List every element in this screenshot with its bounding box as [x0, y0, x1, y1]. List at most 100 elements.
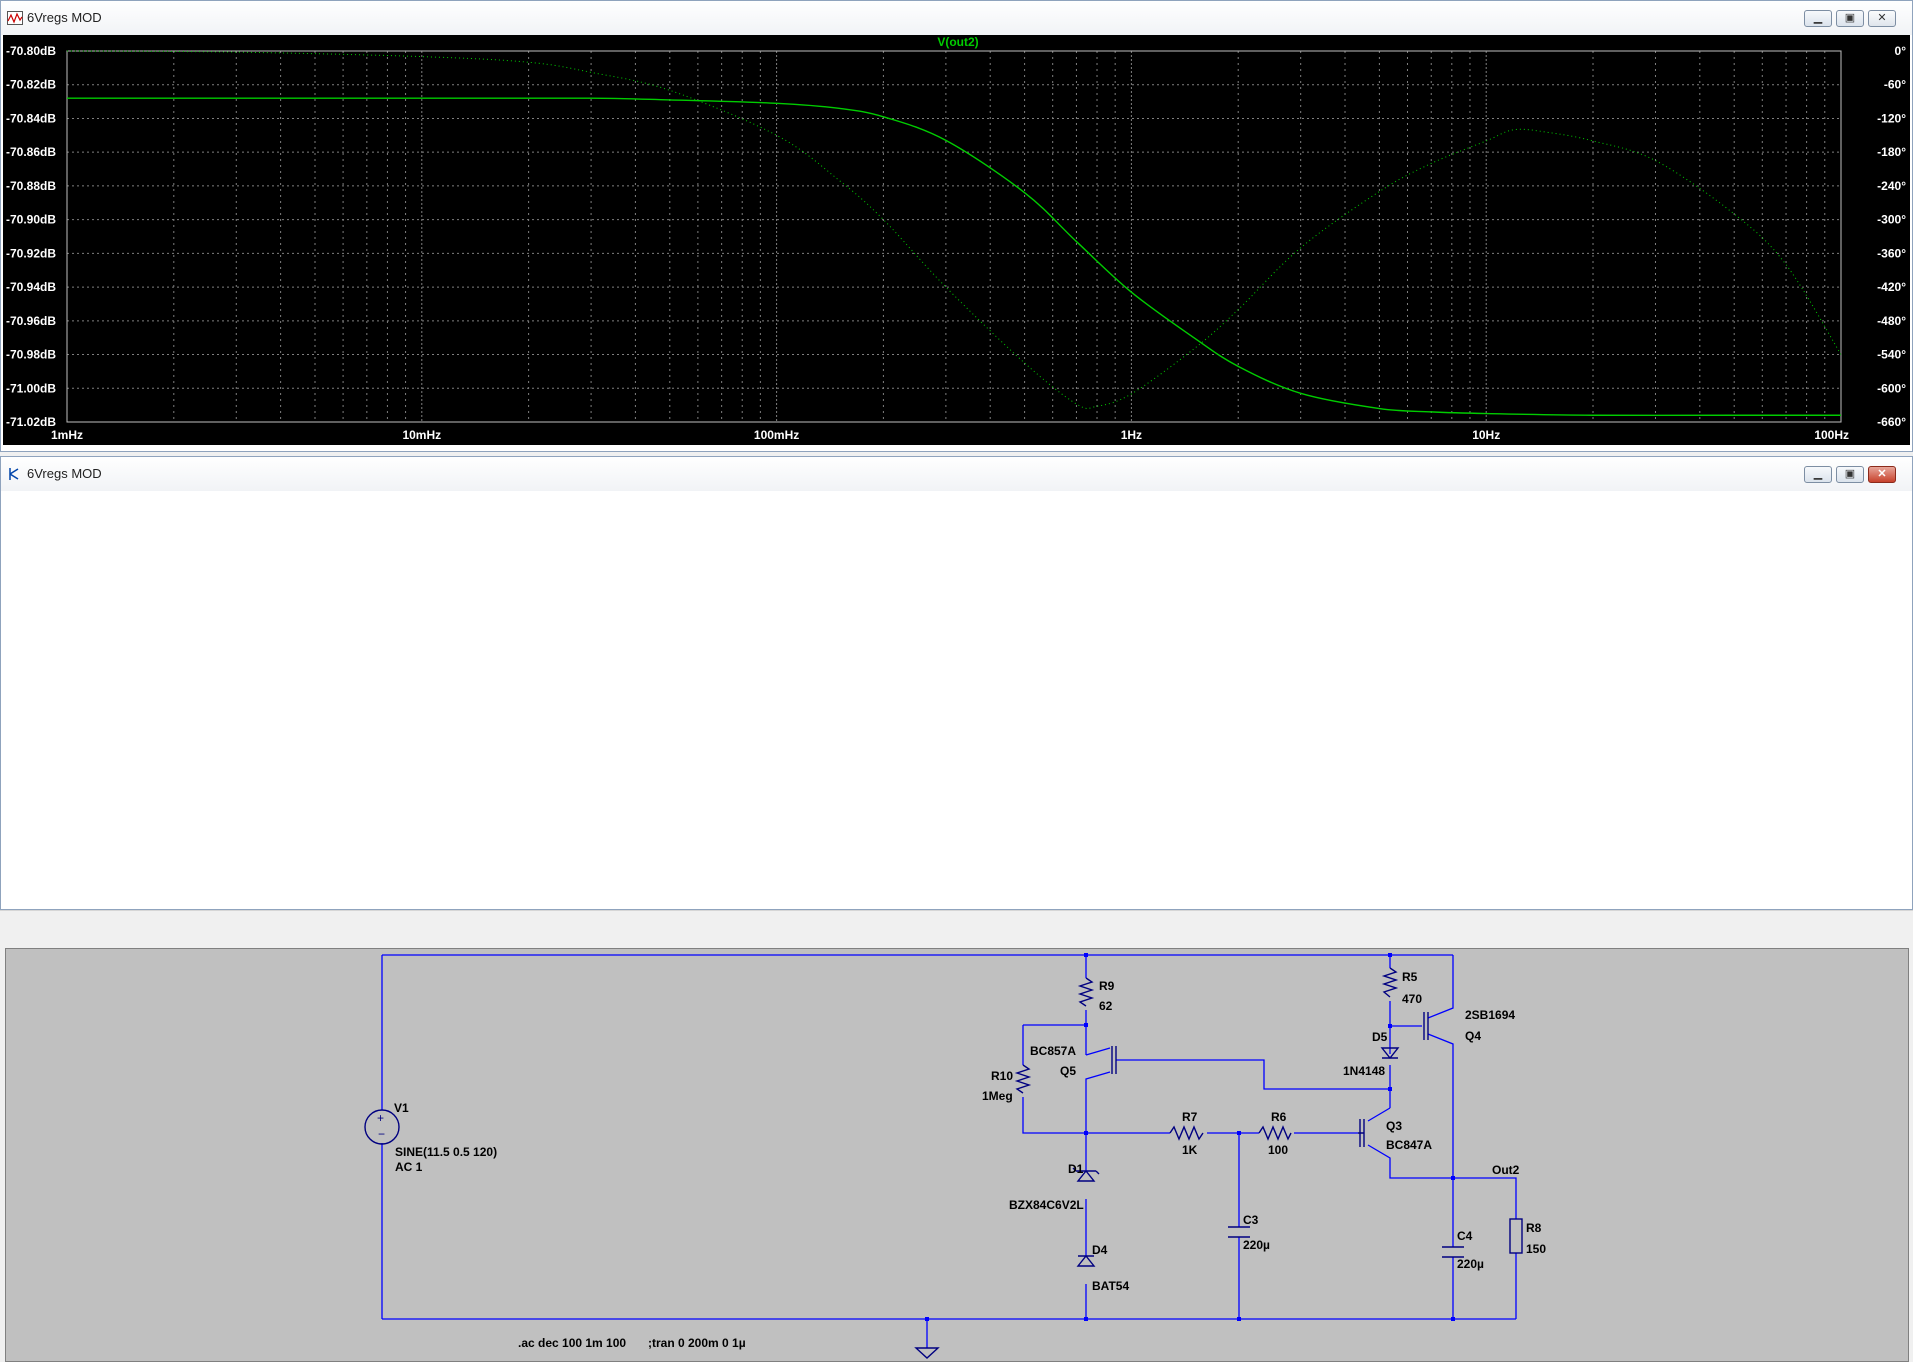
x-tick-label: 100Hz — [1814, 428, 1849, 442]
r9-name[interactable]: R9 — [1099, 979, 1115, 993]
v1-minus-icon: − — [378, 1127, 385, 1141]
q5-name[interactable]: Q5 — [1060, 1064, 1076, 1078]
spice-directive-tran[interactable]: ;tran 0 200m 0 1µ — [648, 1336, 746, 1350]
d4-name[interactable]: D4 — [1092, 1243, 1108, 1257]
r10-name[interactable]: R10 — [991, 1069, 1013, 1083]
q4-model[interactable]: 2SB1694 — [1465, 1008, 1515, 1022]
restore-button[interactable]: ▣ — [1836, 10, 1864, 27]
d5-name[interactable]: D5 — [1372, 1030, 1388, 1044]
restore-button[interactable]: ▣ — [1836, 466, 1864, 483]
y-left-tick-label: -70.86dB — [6, 145, 56, 159]
c4-name[interactable]: C4 — [1457, 1229, 1473, 1243]
r7-name[interactable]: R7 — [1182, 1110, 1198, 1124]
close-button[interactable]: ✕ — [1868, 466, 1896, 483]
v1-ac-value[interactable]: AC 1 — [395, 1160, 423, 1174]
r8-value[interactable]: 150 — [1526, 1242, 1546, 1256]
y-left-tick-label: -70.94dB — [6, 280, 56, 294]
restore-icon: ▣ — [1844, 12, 1856, 24]
v1-value[interactable]: SINE(11.5 0.5 120) — [395, 1145, 497, 1159]
y-right-tick-label: -240° — [1877, 179, 1906, 193]
spice-directive-ac[interactable]: .ac dec 100 1m 100 — [518, 1336, 626, 1350]
waveform-titlebar[interactable]: 6Vregs MOD ▁ ▣ ✕ — [1, 1, 1912, 35]
net-label-out2[interactable]: Out2 — [1492, 1163, 1520, 1177]
r10-symbol[interactable] — [1014, 1064, 1032, 1094]
v1-name[interactable]: V1 — [394, 1101, 409, 1115]
y-left-tick-label: -70.92dB — [6, 246, 56, 260]
y-right-tick-label: -60° — [1884, 78, 1906, 92]
y-left-tick-label: -70.88dB — [6, 179, 56, 193]
d1-model[interactable]: BZX84C6V2L — [1009, 1198, 1084, 1212]
q3-name[interactable]: Q3 — [1386, 1119, 1402, 1133]
bode-plot[interactable]: -70.80dB-70.82dB-70.84dB-70.86dB-70.88dB… — [3, 35, 1910, 445]
status-bar — [0, 910, 1913, 935]
c4-value[interactable]: 220µ — [1457, 1257, 1484, 1271]
r7-symbol[interactable] — [1169, 1125, 1204, 1141]
x-tick-label: 1mHz — [51, 428, 83, 442]
waveform-window-icon — [7, 11, 23, 25]
r5-symbol[interactable] — [1381, 967, 1399, 998]
schematic-titlebar[interactable]: 6Vregs MOD ▁ ▣ ✕ — [1, 457, 1912, 491]
plot-grid — [66, 50, 1842, 423]
q4-name[interactable]: Q4 — [1465, 1029, 1481, 1043]
y-left-tick-label: -70.82dB — [6, 78, 56, 92]
r7-value[interactable]: 1K — [1182, 1143, 1198, 1157]
minimize-button[interactable]: ▁ — [1804, 10, 1832, 27]
r10-value[interactable]: 1Meg — [982, 1089, 1013, 1103]
y-right-tick-label: 0° — [1895, 44, 1907, 58]
c4-symbol[interactable] — [1442, 1246, 1464, 1258]
plot-title[interactable]: V(out2) — [937, 35, 978, 49]
close-icon: ✕ — [1877, 468, 1887, 480]
d5-model[interactable]: 1N4148 — [1343, 1064, 1385, 1078]
y-left-tick-label: -70.96dB — [6, 314, 56, 328]
q4-symbol[interactable] — [1423, 1012, 1429, 1040]
close-button[interactable]: ✕ — [1868, 10, 1896, 27]
d4-symbol[interactable] — [1076, 1254, 1096, 1267]
schematic-canvas[interactable]: + − V1 SINE(11.5 0.5 120) AC 1 R9 62 BC8… — [5, 948, 1909, 1362]
wire-q5-collector[interactable] — [1085, 1071, 1111, 1133]
y-right-tick-label: -180° — [1877, 145, 1906, 159]
wire-r10[interactable] — [1022, 1025, 1086, 1134]
r6-name[interactable]: R6 — [1271, 1110, 1287, 1124]
c3-symbol[interactable] — [1228, 1226, 1250, 1238]
wire-q5-emitter[interactable] — [1085, 1047, 1111, 1056]
waveform-window: 6Vregs MOD ▁ ▣ ✕ -70.80dB-70.82dB-70.84d… — [0, 0, 1913, 452]
ground-symbol[interactable] — [914, 1347, 940, 1359]
close-icon: ✕ — [1877, 12, 1887, 24]
y-left-tick-label: -71.00dB — [6, 381, 56, 395]
r5-name[interactable]: R5 — [1402, 970, 1418, 984]
d1-name[interactable]: D1 — [1068, 1162, 1084, 1176]
q5-model[interactable]: BC857A — [1030, 1044, 1076, 1058]
x-tick-label: 10Hz — [1472, 428, 1500, 442]
d4-model[interactable]: BAT54 — [1092, 1279, 1129, 1293]
schematic-drawing[interactable]: + − V1 SINE(11.5 0.5 120) AC 1 R9 62 BC8… — [6, 949, 1908, 1361]
r5-value[interactable]: 470 — [1402, 992, 1422, 1006]
plot-pane[interactable]: -70.80dB-70.82dB-70.84dB-70.86dB-70.88dB… — [3, 35, 1910, 445]
wire-q4-emitter[interactable] — [1427, 955, 1454, 1019]
trace-magnitude — [67, 97, 1841, 417]
c3-value[interactable]: 220µ — [1243, 1238, 1270, 1252]
c3-name[interactable]: C3 — [1243, 1213, 1259, 1227]
plot-traces — [66, 50, 1842, 417]
x-tick-label: 10mHz — [402, 428, 441, 442]
q3-model[interactable]: BC847A — [1386, 1138, 1432, 1152]
r6-value[interactable]: 100 — [1268, 1143, 1288, 1157]
y-right-tick-label: -600° — [1877, 381, 1906, 395]
q5-symbol[interactable] — [1111, 1046, 1117, 1074]
r8-name[interactable]: R8 — [1526, 1221, 1542, 1235]
y-right-tick-label: -300° — [1877, 213, 1906, 227]
r8-symbol[interactable] — [1509, 1218, 1523, 1254]
y-right-tick-label: -420° — [1877, 280, 1906, 294]
y-left-tick-label: -71.02dB — [6, 415, 56, 429]
x-tick-label: 100mHz — [754, 428, 799, 442]
r6-symbol[interactable] — [1258, 1125, 1292, 1141]
y-right-tick-label: -660° — [1877, 415, 1906, 429]
schematic-window: 6Vregs MOD ▁ ▣ ✕ — [0, 456, 1913, 1362]
r9-value[interactable]: 62 — [1099, 999, 1113, 1013]
v1-plus-icon: + — [377, 1111, 384, 1125]
minimize-icon: ▁ — [1813, 468, 1823, 480]
minimize-button[interactable]: ▁ — [1804, 466, 1832, 483]
y-left-tick-label: -70.90dB — [6, 213, 56, 227]
q3-symbol[interactable] — [1358, 1119, 1365, 1147]
r9-symbol[interactable] — [1077, 977, 1095, 1007]
y-left-tick-label: -70.84dB — [6, 111, 56, 125]
